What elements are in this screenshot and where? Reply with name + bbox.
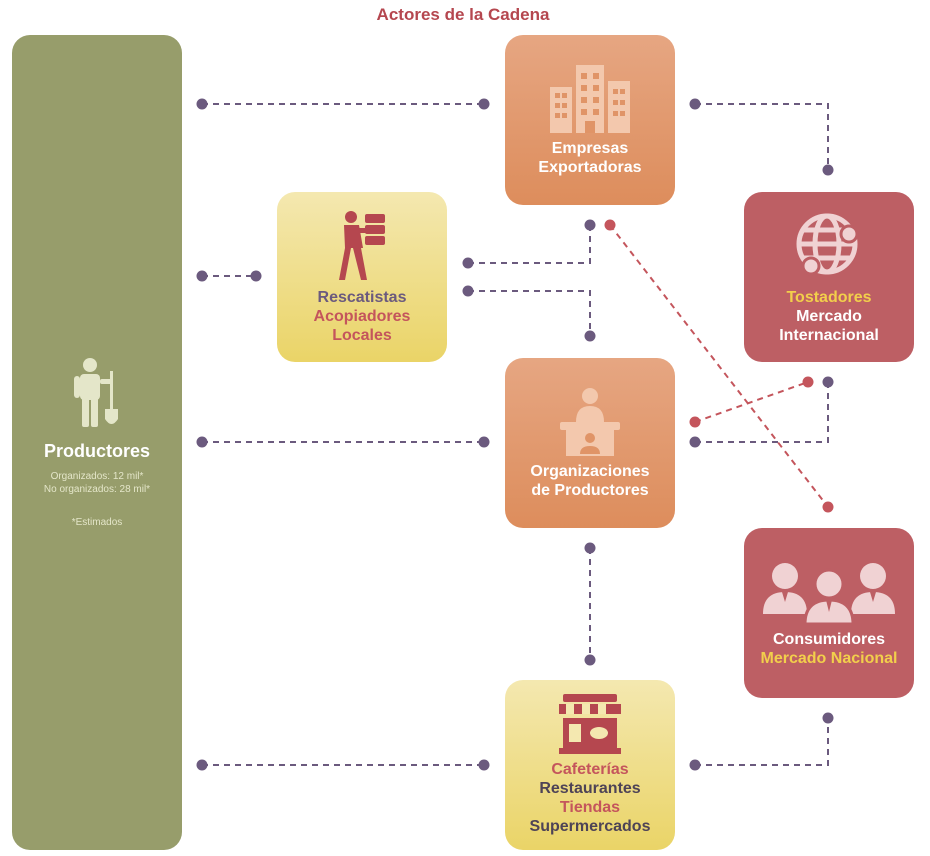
link-rescatistas-exportadoras [468, 225, 591, 264]
node-productores: Productores Organizados: 12 mil* No orga… [12, 35, 182, 850]
cafeterias-line4: Supermercados [529, 818, 651, 835]
diagram-title: Actores de la Cadena [376, 5, 550, 24]
farmer-with-shovel-icon [74, 357, 118, 427]
cafeterias-line1: Cafeterías [551, 761, 629, 778]
tostadores-line3: Internacional [779, 326, 879, 344]
rescatistas-line1: Rescatistas [317, 288, 407, 306]
link-rescatistas-organizaciones [468, 290, 591, 336]
globe-network-icon [796, 213, 859, 275]
link-organizaciones-tostadores-red [694, 381, 809, 423]
rescatistas-line2: Acopiadores [313, 307, 411, 325]
productores-label: Productores [43, 440, 151, 461]
exportadoras-line2: Exportadoras [538, 159, 642, 176]
node-exportadoras: Empresas Exportadoras [505, 35, 675, 205]
cafeterias-line3: Tiendas [559, 799, 621, 816]
link-exportadoras-tostadores [695, 103, 829, 170]
node-rescatistas: Rescatistas Acopiadores Locales [277, 192, 447, 362]
link-exportadoras-consumidores [609, 224, 829, 508]
cafeterias-line2: Restaurantes [539, 780, 641, 797]
tostadores-line1: Tostadores [786, 288, 872, 306]
productores-nota: *Estimados [71, 516, 123, 528]
link-organizaciones-tostadores [695, 382, 829, 443]
people-group-icon [763, 563, 895, 624]
buildings-icon [550, 65, 630, 133]
worker-carrying-boxes-icon [339, 210, 385, 280]
productores-no-organizados: No organizados: 28 mil* [43, 483, 151, 495]
rescatistas-line3: Locales [332, 326, 392, 344]
node-organizaciones: Organizaciones de Productores [505, 358, 675, 528]
exportadoras-line1: Empresas [551, 140, 629, 157]
node-cafeterias: Cafeterías Restaurantes Tiendas Supermer… [505, 680, 675, 850]
consumidores-line2: Mercado Nacional [760, 650, 898, 667]
consumidores-line1: Consumidores [772, 631, 885, 648]
node-consumidores: Consumidores Mercado Nacional [744, 528, 914, 698]
person-at-desk-icon [560, 388, 620, 456]
node-tostadores: Tostadores Mercado Internacional [744, 192, 914, 362]
storefront-icon [559, 694, 621, 754]
tostadores-line2: Mercado [796, 307, 862, 325]
link-cafeterias-consumidores [695, 718, 829, 766]
productores-organizados: Organizados: 12 mil* [50, 470, 144, 482]
organizaciones-line1: Organizaciones [530, 463, 650, 480]
organizaciones-line2: de Productores [531, 482, 649, 499]
